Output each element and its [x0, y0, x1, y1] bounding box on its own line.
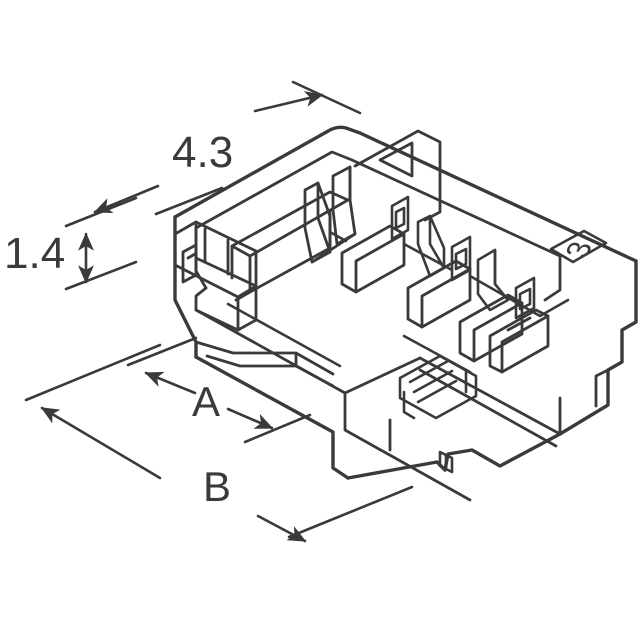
solder-tab-lead	[294, 351, 335, 376]
circuit-count-recess	[549, 229, 608, 264]
dimension-label-a: A	[192, 378, 221, 425]
front-face-top-rail	[418, 356, 562, 436]
dimension-4p3-arrow-upper	[253, 91, 324, 113]
divider-bridge	[310, 232, 357, 264]
left-wall-top	[173, 220, 258, 299]
housing-top-outline	[173, 125, 638, 263]
terminal-block-1	[340, 224, 406, 294]
inner-shelf-left	[328, 230, 348, 243]
housing-left-end	[173, 215, 198, 359]
dimension-a-ext-upper	[126, 336, 198, 367]
dimension-b-arrow-left	[40, 406, 162, 480]
left-end-wall	[173, 220, 258, 332]
dimension-1p4-ext-top	[64, 196, 138, 228]
dimension-1p4-group	[64, 196, 138, 291]
dimension-1p4-ext-bottom2	[64, 260, 138, 291]
floor-line-2	[402, 334, 472, 374]
terminal-block-2-edge	[420, 267, 472, 329]
solder-tab-lead-lower	[294, 364, 335, 388]
latch-ramp-body	[488, 308, 550, 374]
right-step-detail	[594, 368, 610, 408]
terminal-block-3-edge	[472, 301, 524, 363]
smt-tab-left-edge	[402, 390, 416, 420]
housing-right-end	[558, 259, 638, 436]
dimension-b-group	[24, 343, 414, 543]
terminal-block-1-edge	[354, 232, 406, 294]
circuit-count-box	[549, 229, 608, 264]
cavity-rim-right	[543, 254, 562, 302]
inner-rib-2-edge	[428, 214, 446, 270]
dimension-4p3-arrow-lower	[93, 184, 160, 214]
housing-front-face	[343, 356, 562, 502]
inner-shelf-right	[468, 274, 570, 318]
floor-line-1	[226, 302, 342, 368]
inner-rib-1	[390, 195, 410, 241]
contact-terminals	[340, 224, 524, 363]
left-wall-lower-skirt	[194, 308, 240, 332]
smt-tab-rib-1	[408, 359, 450, 384]
right-end-step	[594, 368, 610, 408]
front-notch	[438, 450, 454, 474]
inner-rib-1-notch	[394, 206, 406, 230]
solder-tab-outline	[194, 340, 298, 368]
left-wall-slot-inner	[186, 252, 197, 260]
dimension-4p3-ext-lower	[154, 186, 224, 216]
center-divider-posts	[303, 165, 357, 264]
inner-shelf-mid	[402, 242, 454, 272]
dimension-b-ext-lower	[287, 485, 414, 539]
housing-front-bottom	[346, 432, 562, 480]
dimension-a-group	[126, 336, 312, 444]
latch-ramp-chamfer	[506, 316, 532, 332]
dimension-label-width: 4.3	[172, 128, 234, 177]
rear-wall-right-section	[353, 129, 442, 222]
inner-rib-4	[476, 248, 510, 312]
front-face-rail-lower	[418, 368, 558, 448]
smt-tab-rib-2	[412, 369, 454, 394]
front-face-upper-edge	[343, 391, 472, 502]
left-wall-slot	[181, 243, 198, 284]
right-latch-ramp	[488, 308, 550, 374]
inner-rib-5	[514, 276, 536, 320]
inner-rib-3-notch	[454, 247, 468, 271]
left-solder-tab	[194, 340, 335, 388]
dimension-a-arrow-left	[144, 371, 197, 395]
cavity-rim-front-left	[194, 286, 208, 312]
cavity-rim-rear-left	[194, 150, 562, 258]
front-notch-shape	[438, 450, 454, 474]
divider-post-1-edge	[316, 181, 332, 254]
dimension-a-arrow-right	[226, 407, 274, 430]
terminal-block-3	[458, 293, 524, 363]
rear-rail-top-face	[230, 190, 350, 258]
cavity-inner-ribs	[328, 195, 570, 320]
rear-rail-lower-edge	[234, 290, 252, 302]
dimension-label-b: B	[203, 463, 232, 510]
rear-rail-front-face	[248, 210, 332, 294]
housing-front-lower-left	[194, 355, 350, 480]
dimension-4p3-ext-upper	[291, 80, 362, 115]
dimension-b-ext-upper	[24, 343, 162, 402]
connector-housing-outline	[173, 125, 638, 480]
smt-tab-rib-3	[416, 379, 458, 404]
pin-one-indicator-icon	[378, 141, 414, 178]
front-smt-tab	[398, 354, 478, 420]
cavity-floor-lines	[226, 302, 472, 374]
latch-ramp-edge	[500, 314, 550, 374]
dimension-b-arrow-right	[256, 514, 307, 543]
pin-one-triangle	[378, 141, 414, 178]
left-wall-face	[236, 284, 258, 332]
dimension-4p3-group	[93, 80, 362, 216]
dimension-a-ext-lower	[243, 413, 312, 444]
rear-right-top	[353, 129, 442, 178]
dimension-label-height: 1.4	[4, 229, 66, 278]
